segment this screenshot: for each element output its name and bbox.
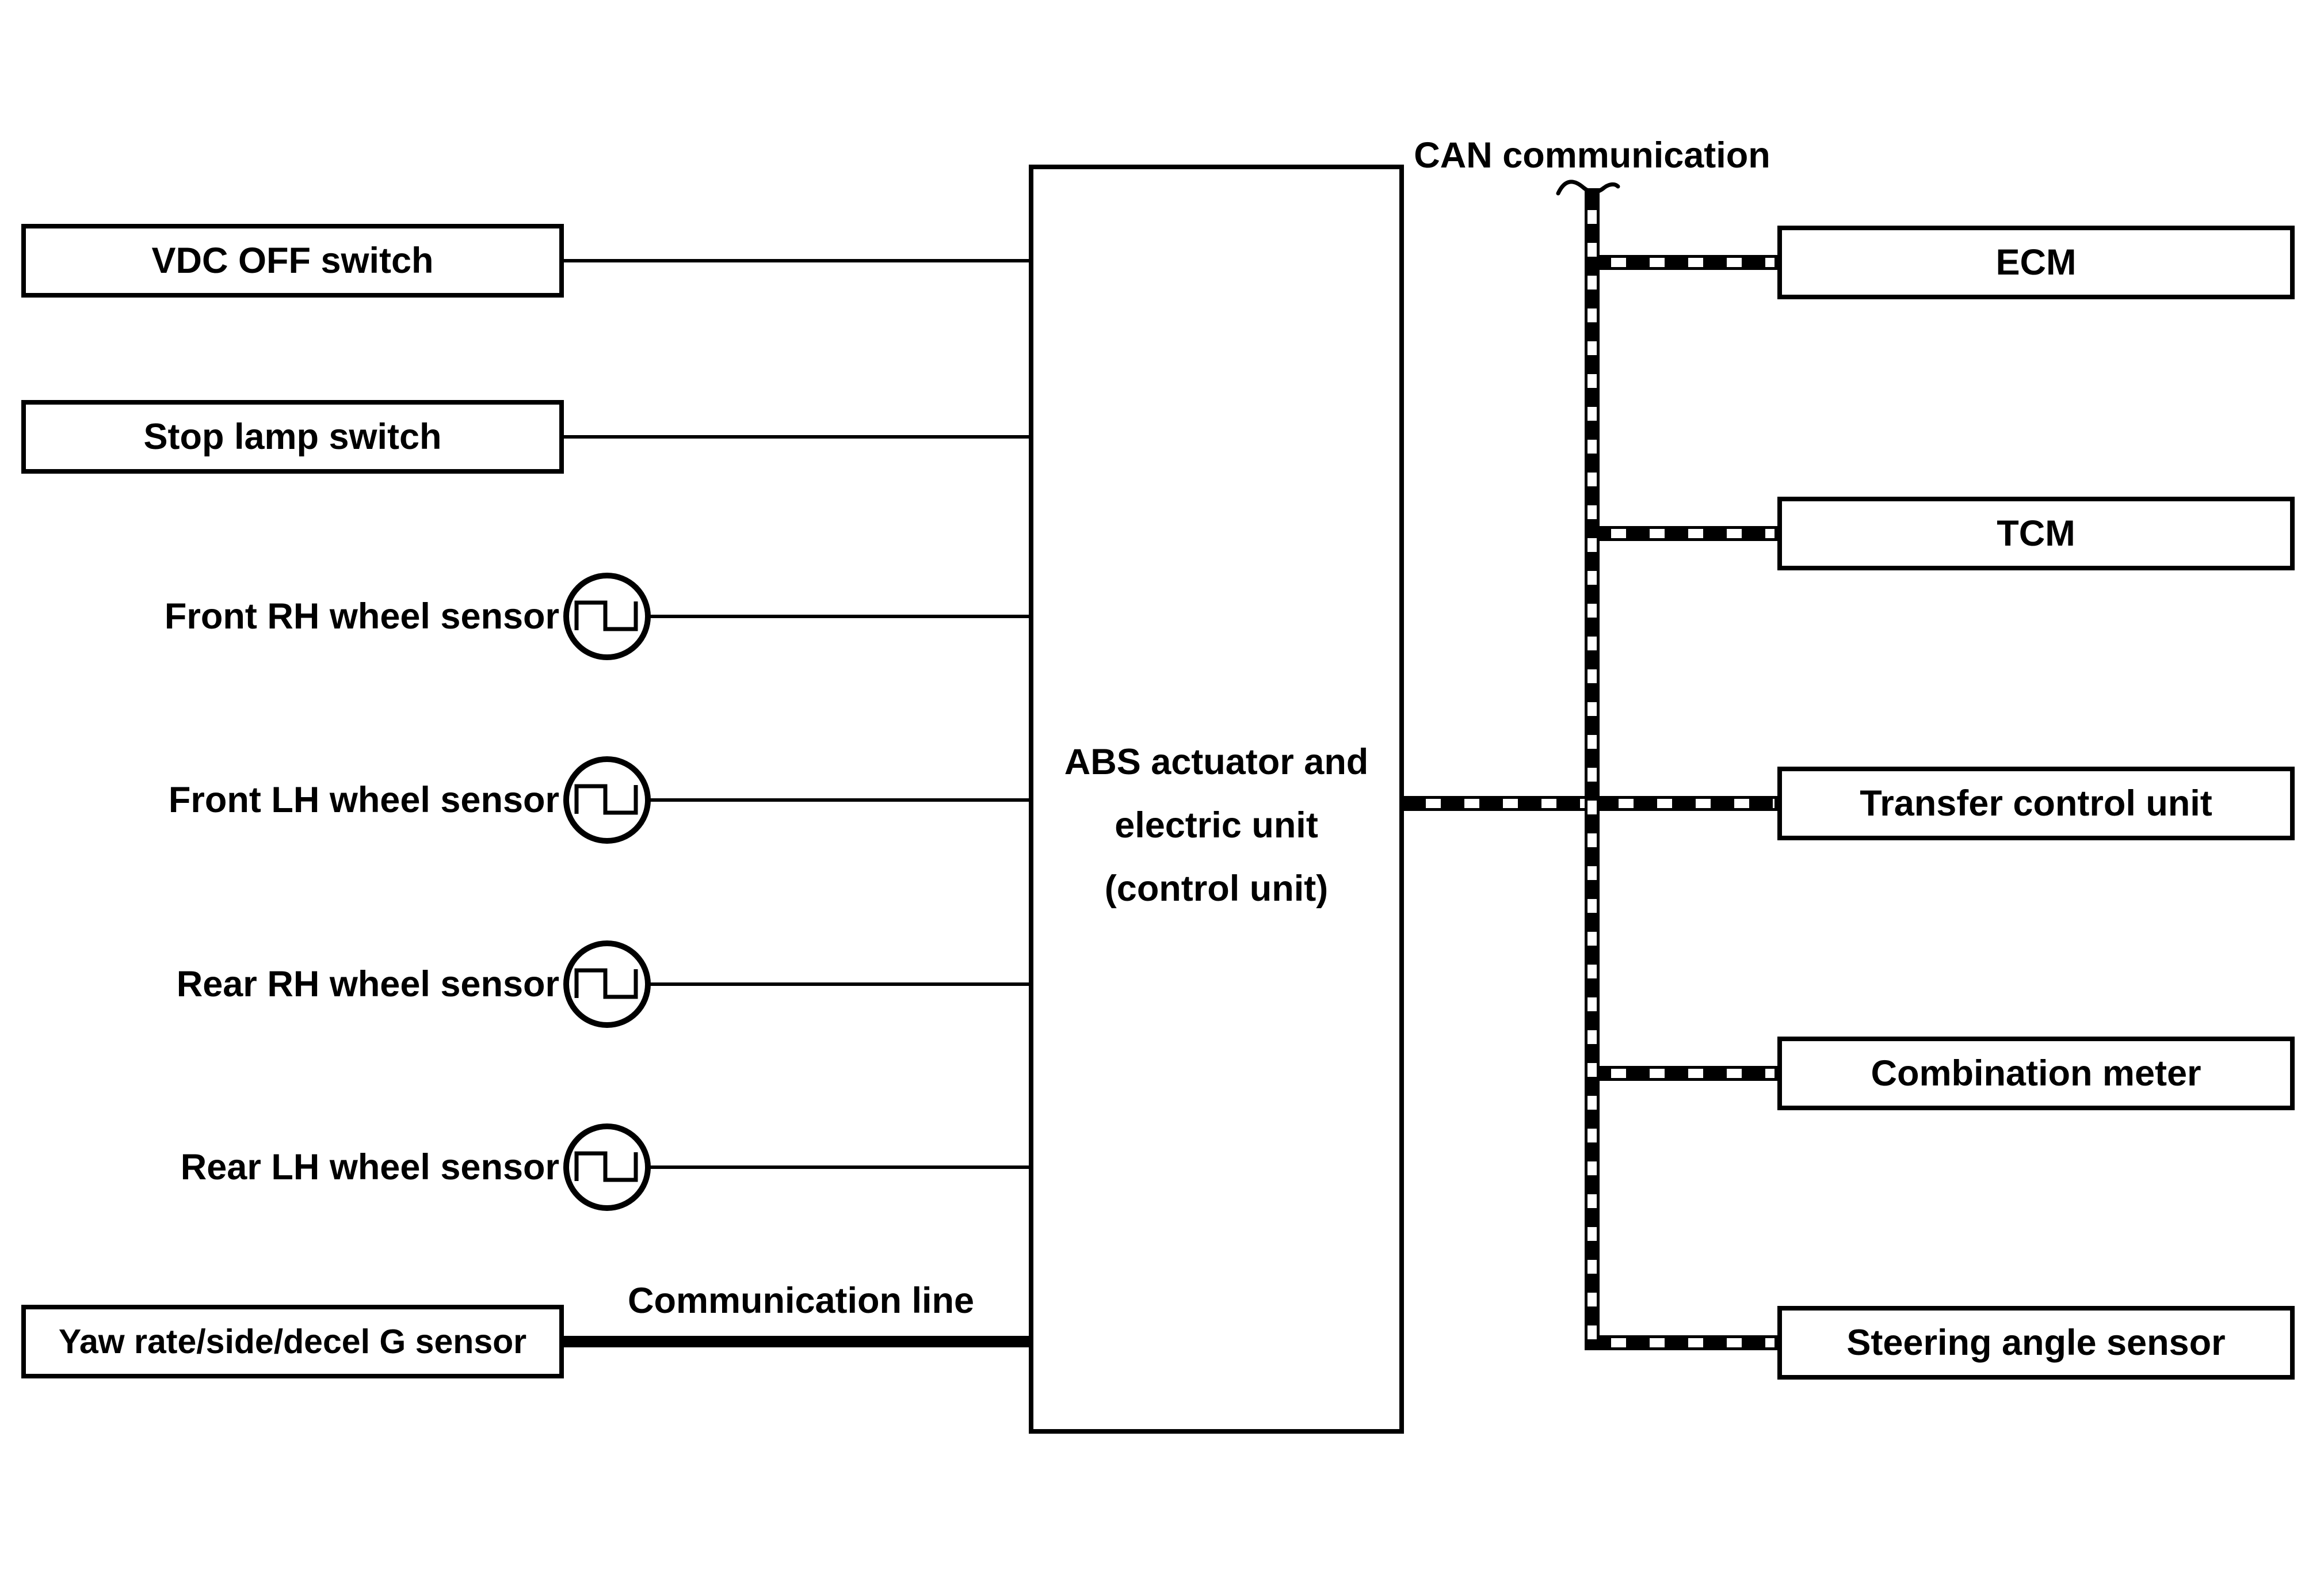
label-front-lh-wheel-sensor: Front LH wheel sensor	[21, 763, 559, 837]
pulse-signal-icon	[563, 573, 651, 660]
wire-stop-lamp-switch	[564, 435, 1029, 439]
node-label: Combination meter	[1871, 1053, 2201, 1094]
squiggle-pointer-icon	[1556, 180, 1620, 196]
node-label: TCM	[1997, 513, 2075, 554]
node-label: Steering angle sensor	[1846, 1323, 2226, 1363]
node-label: ECM	[1995, 242, 2077, 283]
node-tcm: TCM	[1777, 497, 2295, 570]
label-rear-rh-wheel-sensor: Rear RH wheel sensor	[21, 947, 559, 1021]
can-branch-tcm	[1585, 526, 1777, 541]
node-steering-angle-sensor: Steering angle sensor	[1777, 1306, 2295, 1380]
wire-rear-lh-wheel-sensor	[649, 1165, 1029, 1169]
pulse-signal-icon	[563, 1123, 651, 1211]
abs-unit-label-line3: (control unit)	[1104, 868, 1329, 909]
sensor-label-text: Rear RH wheel sensor	[176, 964, 559, 1004]
wire-front-lh-wheel-sensor	[649, 798, 1029, 802]
node-vdc-off-switch: VDC OFF switch	[21, 224, 564, 298]
sensor-label-text: Front LH wheel sensor	[168, 780, 559, 820]
label-front-rh-wheel-sensor: Front RH wheel sensor	[21, 580, 559, 653]
sensor-label-text: Front RH wheel sensor	[164, 596, 559, 637]
label-rear-lh-wheel-sensor: Rear LH wheel sensor	[21, 1130, 559, 1204]
can-branch-ecm	[1585, 255, 1777, 270]
wire-front-rh-wheel-sensor	[649, 615, 1029, 618]
node-combination-meter: Combination meter	[1777, 1037, 2295, 1110]
communication-line-label: Communication line	[627, 1281, 975, 1321]
node-yaw-rate-side-decel-g-sensor: Yaw rate/side/decel G sensor	[21, 1305, 564, 1378]
node-label: Stop lamp switch	[143, 417, 442, 457]
abs-unit-label-line2: electric unit	[1115, 805, 1318, 845]
can-trunk-line	[1585, 188, 1600, 1350]
can-branch-combination-meter	[1585, 1066, 1777, 1081]
node-label: VDC OFF switch	[151, 241, 434, 281]
abs-unit-label-line1: ABS actuator and	[1064, 741, 1369, 782]
node-label: Transfer control unit	[1860, 783, 2212, 824]
node-stop-lamp-switch: Stop lamp switch	[21, 400, 564, 474]
node-label: Yaw rate/side/decel G sensor	[58, 1323, 527, 1361]
abs-unit-label: ABS actuator and electric unit (control …	[1064, 730, 1369, 920]
sensor-label-text: Rear LH wheel sensor	[180, 1147, 559, 1187]
node-ecm: ECM	[1777, 226, 2295, 299]
can-branch-steering-angle-sensor	[1585, 1335, 1777, 1350]
wire-rear-rh-wheel-sensor	[649, 982, 1029, 986]
can-communication-label: CAN communication	[1414, 135, 1770, 176]
pulse-signal-icon	[563, 940, 651, 1028]
communication-line-wire	[564, 1336, 1029, 1347]
pulse-signal-icon	[563, 756, 651, 844]
wire-vdc-off-switch	[564, 259, 1029, 262]
node-abs-actuator-control-unit: ABS actuator and electric unit (control …	[1029, 165, 1404, 1434]
node-transfer-control-unit: Transfer control unit	[1777, 767, 2295, 840]
